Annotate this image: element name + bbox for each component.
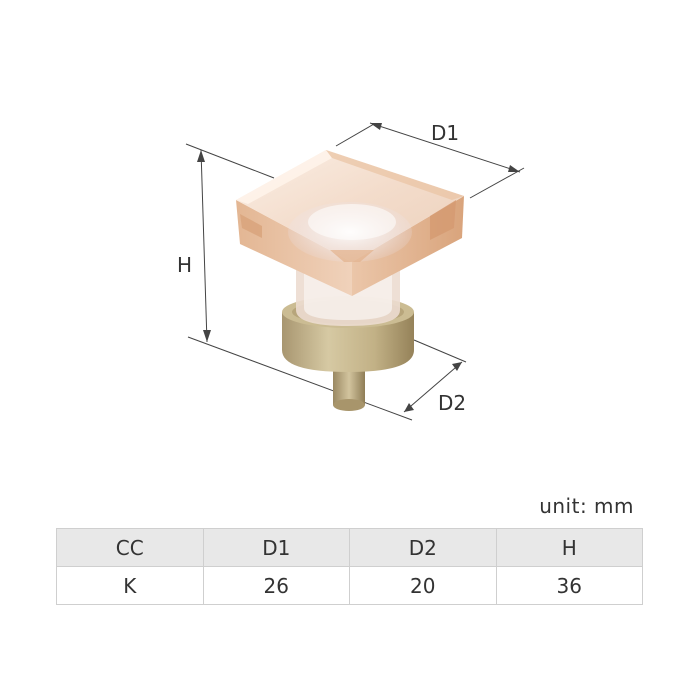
h-label: H	[177, 253, 192, 277]
h-arrow-bottom	[203, 330, 211, 342]
d1-arrow-left	[370, 123, 382, 130]
header-h: H	[495, 528, 643, 567]
dimension-arrows	[197, 123, 520, 412]
d2-arrow-bottom	[404, 403, 414, 412]
d1-arrow-right	[508, 165, 520, 172]
d1-label: D1	[431, 121, 459, 145]
cell-d2: 20	[349, 566, 497, 605]
d2-extension-top	[413, 339, 467, 363]
d1-dimension-line	[369, 122, 521, 173]
dimension-lines	[185, 122, 525, 421]
table-header-row: CC D1 D2 H	[56, 528, 643, 567]
cell-h: 36	[495, 566, 643, 605]
header-cc: CC	[56, 528, 204, 567]
h-dimension-line	[200, 149, 208, 343]
table-row: K 26 20 36	[56, 566, 643, 605]
knob-glass-head	[236, 150, 464, 296]
spec-table: CC D1 D2 H K 26 20 36	[56, 528, 643, 605]
d1-extension-right	[469, 167, 525, 199]
d2-dimension-line	[403, 361, 463, 413]
unit-label: unit: mm	[539, 494, 634, 518]
h-extension-bottom	[187, 336, 413, 421]
product-drawing: D1 H D2	[177, 121, 525, 421]
knob-illustration	[236, 150, 464, 411]
cell-cc: K	[56, 566, 204, 605]
d1-extension-left	[335, 123, 375, 147]
d2-arrow-top	[452, 362, 462, 371]
h-arrow-top	[197, 150, 205, 162]
header-d1: D1	[202, 528, 350, 567]
d2-label: D2	[438, 391, 466, 415]
header-d2: D2	[349, 528, 497, 567]
cell-d1: 26	[202, 566, 350, 605]
h-extension-top	[185, 143, 275, 179]
